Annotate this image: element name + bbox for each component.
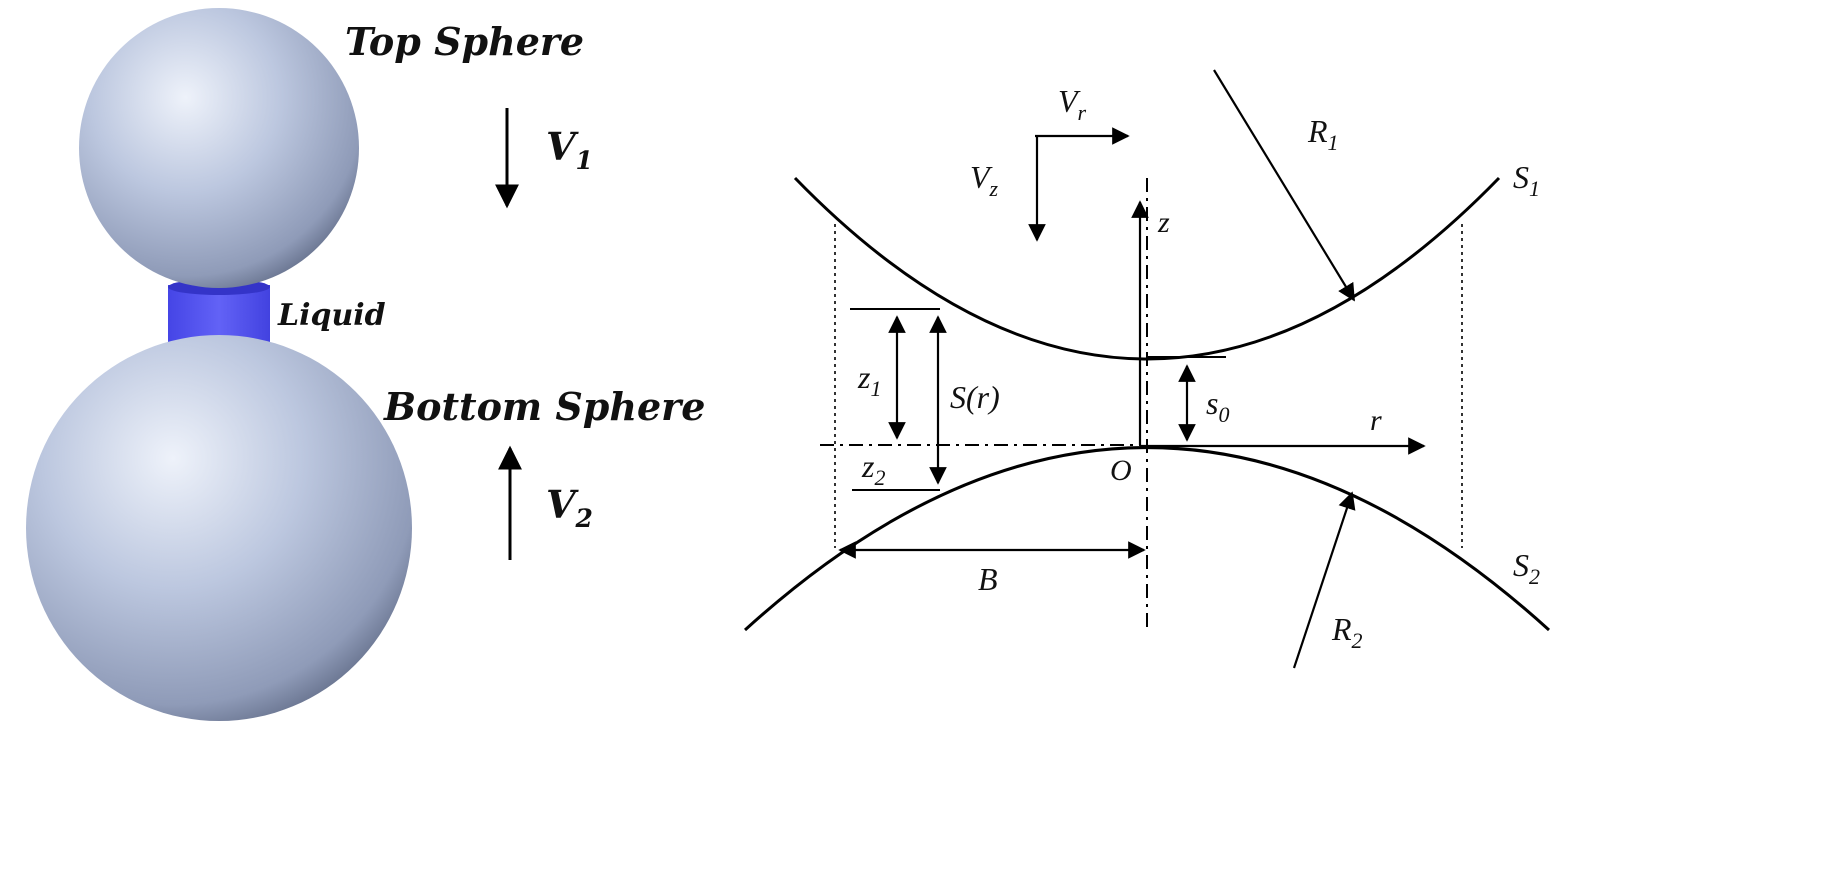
r2-arrow	[1292, 491, 1356, 669]
bottom-sphere-label: Bottom Sphere	[383, 384, 705, 429]
v2-label: V2	[546, 482, 593, 533]
vz-label: Vz	[970, 159, 999, 201]
r-axis-label: r	[1370, 404, 1382, 437]
z2-label: z2	[861, 448, 885, 490]
b-label: B	[978, 561, 998, 597]
top-sphere	[79, 8, 359, 288]
r2-label: R2	[1331, 611, 1363, 653]
s0-label: s0	[1206, 385, 1229, 427]
origin-label: O	[1110, 454, 1132, 487]
left-panel: Top Sphere Liquid Bottom Sphere V1 V2	[26, 8, 705, 721]
r1-arrow	[1213, 69, 1355, 302]
z1-label: z1	[857, 359, 881, 401]
vr-label: Vr	[1058, 83, 1087, 125]
right-panel: z r O Vr Vz R1 R2 S1 S2 s0 z1 S(r) z2	[743, 69, 1551, 669]
liquid-label: Liquid	[277, 298, 386, 333]
v1-label: V1	[546, 124, 593, 175]
z-axis-label: z	[1157, 206, 1170, 239]
top-sphere-label: Top Sphere	[345, 19, 584, 64]
s1-label: S1	[1513, 159, 1540, 201]
bottom-sphere	[26, 335, 412, 721]
sr-label: S(r)	[950, 379, 1000, 415]
r1-label: R1	[1307, 113, 1339, 155]
s2-label: S2	[1513, 547, 1540, 589]
